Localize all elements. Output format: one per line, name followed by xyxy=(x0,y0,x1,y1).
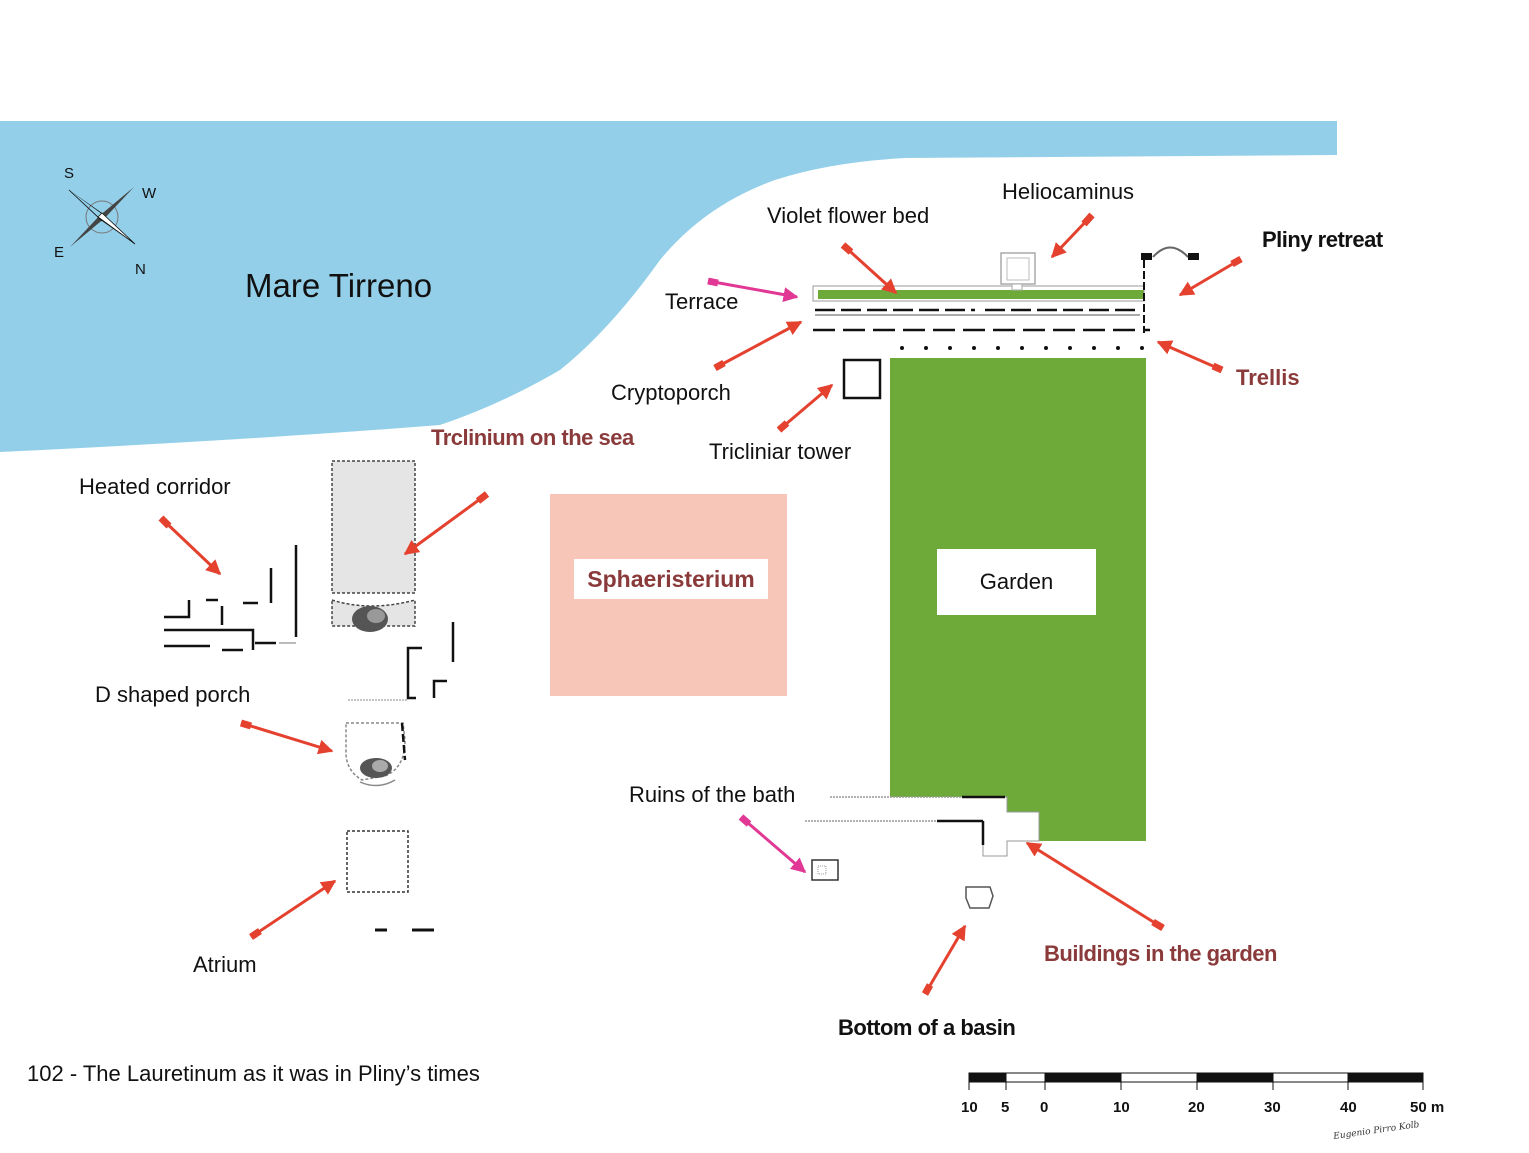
pointer-arrows xyxy=(159,213,1242,995)
scale-tick-label: 40 xyxy=(1340,1099,1357,1116)
label-trellis: Trellis xyxy=(1236,365,1300,390)
arrow-triclinium-on-the-sea xyxy=(403,492,488,556)
scale-tick-label: 20 xyxy=(1188,1099,1205,1116)
label-heated-corridor: Heated corridor xyxy=(79,474,231,499)
arrow-terrace xyxy=(707,279,799,302)
scale-bar xyxy=(968,1072,1424,1090)
label-violet-flower-bed: Violet flower bed xyxy=(767,203,930,228)
scale-tick-label: 30 xyxy=(1264,1099,1281,1116)
scale-tick-label: 10 xyxy=(1113,1099,1130,1116)
arrow-buildings-in-the-garden xyxy=(1025,841,1164,930)
label-ruins-of-the-bath: Ruins of the bath xyxy=(629,782,796,807)
scale-tick-label: 10 xyxy=(961,1099,978,1116)
figure-caption: 102 - The Lauretinum as it was in Pliny’… xyxy=(27,1061,480,1086)
label-triclinium-on-the-sea: Trclinium on the sea xyxy=(431,425,634,450)
sea-label: Mare Tirreno xyxy=(245,267,433,304)
pliny-retreat-structure xyxy=(1141,246,1199,333)
compass-north-label: N xyxy=(135,261,146,278)
arrow-atrium xyxy=(250,879,337,939)
compass-rose-icon xyxy=(68,187,136,247)
label-tricliniar-tower: Tricliniar tower xyxy=(709,439,852,464)
sea-area xyxy=(0,121,1337,452)
violet-flower-bed xyxy=(818,290,1144,299)
label-atrium: Atrium xyxy=(193,952,257,977)
scale-tick-label: 5 xyxy=(1001,1099,1010,1116)
arrow-ruins-of-the-bath xyxy=(740,815,807,874)
label-heliocaminus: Heliocaminus xyxy=(1002,179,1135,204)
label-terrace: Terrace xyxy=(665,289,739,314)
compass-east-label: E xyxy=(54,244,65,261)
label-sphaeristerium: Sphaeristerium xyxy=(574,559,768,599)
arrow-bottom-of-a-basin xyxy=(923,924,967,995)
label-garden: Garden xyxy=(937,549,1096,615)
label-buildings-in-the-garden: Buildings in the garden xyxy=(1044,941,1277,966)
scale-tick-label: 0 xyxy=(1040,1099,1049,1116)
label-cryptoporch: Cryptoporch xyxy=(611,380,731,405)
arrow-pliny-retreat xyxy=(1178,257,1242,297)
d-shaped-porch-structure xyxy=(345,722,407,787)
arrow-d-shaped-porch xyxy=(240,721,334,755)
bath-ruins-structure xyxy=(805,795,1040,881)
atrium-structure xyxy=(346,830,409,893)
label-pliny-retreat: Pliny retreat xyxy=(1262,227,1383,252)
arrow-heated-corridor xyxy=(159,516,222,576)
arrow-violet-flower-bed xyxy=(841,243,898,295)
arrow-cryptoporch xyxy=(714,320,803,370)
porch-approach-walls xyxy=(348,622,455,701)
trellis-dots xyxy=(900,346,1144,350)
arrow-trellis xyxy=(1156,340,1223,372)
heliocaminus-structure xyxy=(1000,252,1036,291)
tricliniar-tower xyxy=(842,358,882,400)
triclinium-structure xyxy=(331,460,416,632)
basin-structure xyxy=(965,886,994,909)
compass-west-label: W xyxy=(142,185,157,202)
label-bottom-of-a-basin: Bottom of a basin xyxy=(838,1015,1016,1040)
cryptoporch-walls xyxy=(813,308,1150,332)
scale-tick-label: 50 m xyxy=(1410,1099,1445,1116)
arrow-tricliniar-tower xyxy=(778,383,834,432)
label-d-shaped-porch: D shaped porch xyxy=(95,682,251,707)
compass-south-label: S xyxy=(64,165,75,182)
heated-corridor-walls xyxy=(164,545,298,652)
